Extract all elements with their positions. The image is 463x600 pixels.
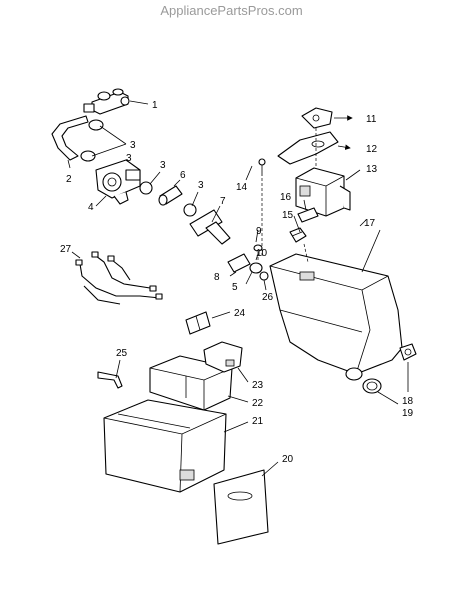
callout-27: 27: [60, 244, 72, 255]
callout-22: 22: [252, 398, 264, 409]
callout-3b: 3: [126, 153, 132, 164]
callout-13: 13: [366, 164, 378, 175]
bracket-part[interactable]: [203, 341, 243, 373]
screw-part[interactable]: [258, 158, 266, 176]
clip-part[interactable]: [297, 207, 319, 223]
callout-12: 12: [366, 144, 378, 155]
nut-part[interactable]: [259, 271, 269, 281]
callout-16: 16: [280, 192, 292, 203]
callout-19: 19: [402, 408, 414, 419]
callout-10: 10: [256, 248, 268, 259]
callout-3a: 3: [130, 140, 136, 151]
callout-20: 20: [282, 454, 294, 465]
callout-26: 26: [262, 292, 274, 303]
callout-14: 14: [236, 182, 248, 193]
callout-18: 18: [402, 396, 414, 407]
callout-3c: 3: [160, 160, 166, 171]
tube-segment-part[interactable]: [158, 185, 183, 206]
cap-part[interactable]: [362, 378, 382, 394]
tubing-part[interactable]: [51, 115, 89, 161]
callout-11: 11: [366, 114, 377, 125]
callout-25: 25: [116, 348, 128, 359]
callout-24: 24: [234, 308, 246, 319]
gasket-part[interactable]: [277, 131, 339, 165]
callout-9: 9: [256, 226, 262, 237]
callout-8: 8: [214, 272, 220, 283]
callout-3d: 3: [198, 180, 204, 191]
pin-part[interactable]: [97, 371, 123, 389]
face-plate-part[interactable]: [213, 469, 269, 545]
cover-part[interactable]: [301, 107, 333, 129]
motor-housing-part[interactable]: [295, 167, 351, 217]
small-tube-part[interactable]: [227, 244, 263, 274]
callout-7: 7: [220, 196, 226, 207]
callout-6: 6: [180, 170, 186, 181]
block-part[interactable]: [185, 311, 211, 335]
callout-17: 17: [364, 218, 376, 229]
watermark-text: AppliancePartsPros.com: [160, 3, 303, 18]
wire-harness-part[interactable]: [75, 251, 163, 305]
dispenser-housing-part[interactable]: [269, 253, 403, 381]
hose-clamps[interactable]: [80, 119, 197, 217]
callout-4: 4: [88, 202, 94, 213]
fill-tube-part[interactable]: [189, 209, 231, 245]
callout-15: 15: [282, 210, 294, 221]
leader-lines: [67, 100, 409, 477]
knob-part[interactable]: [399, 343, 417, 361]
bin-part[interactable]: [103, 399, 227, 493]
assembly-guides: [257, 128, 317, 263]
callout-2: 2: [66, 174, 72, 185]
water-valve-part[interactable]: [83, 88, 130, 115]
callout-23: 23: [252, 380, 264, 391]
inlet-valve-part[interactable]: [95, 159, 141, 205]
callout-labels: 1 2 3 3 4 5 6 3 3 7 8 9 10 11 12 13 14 1…: [60, 100, 414, 465]
tray-part[interactable]: [149, 355, 233, 411]
spring-part[interactable]: [289, 227, 307, 243]
callout-1: 1: [152, 100, 158, 111]
callout-5: 5: [232, 282, 238, 293]
callout-21: 21: [252, 416, 264, 427]
